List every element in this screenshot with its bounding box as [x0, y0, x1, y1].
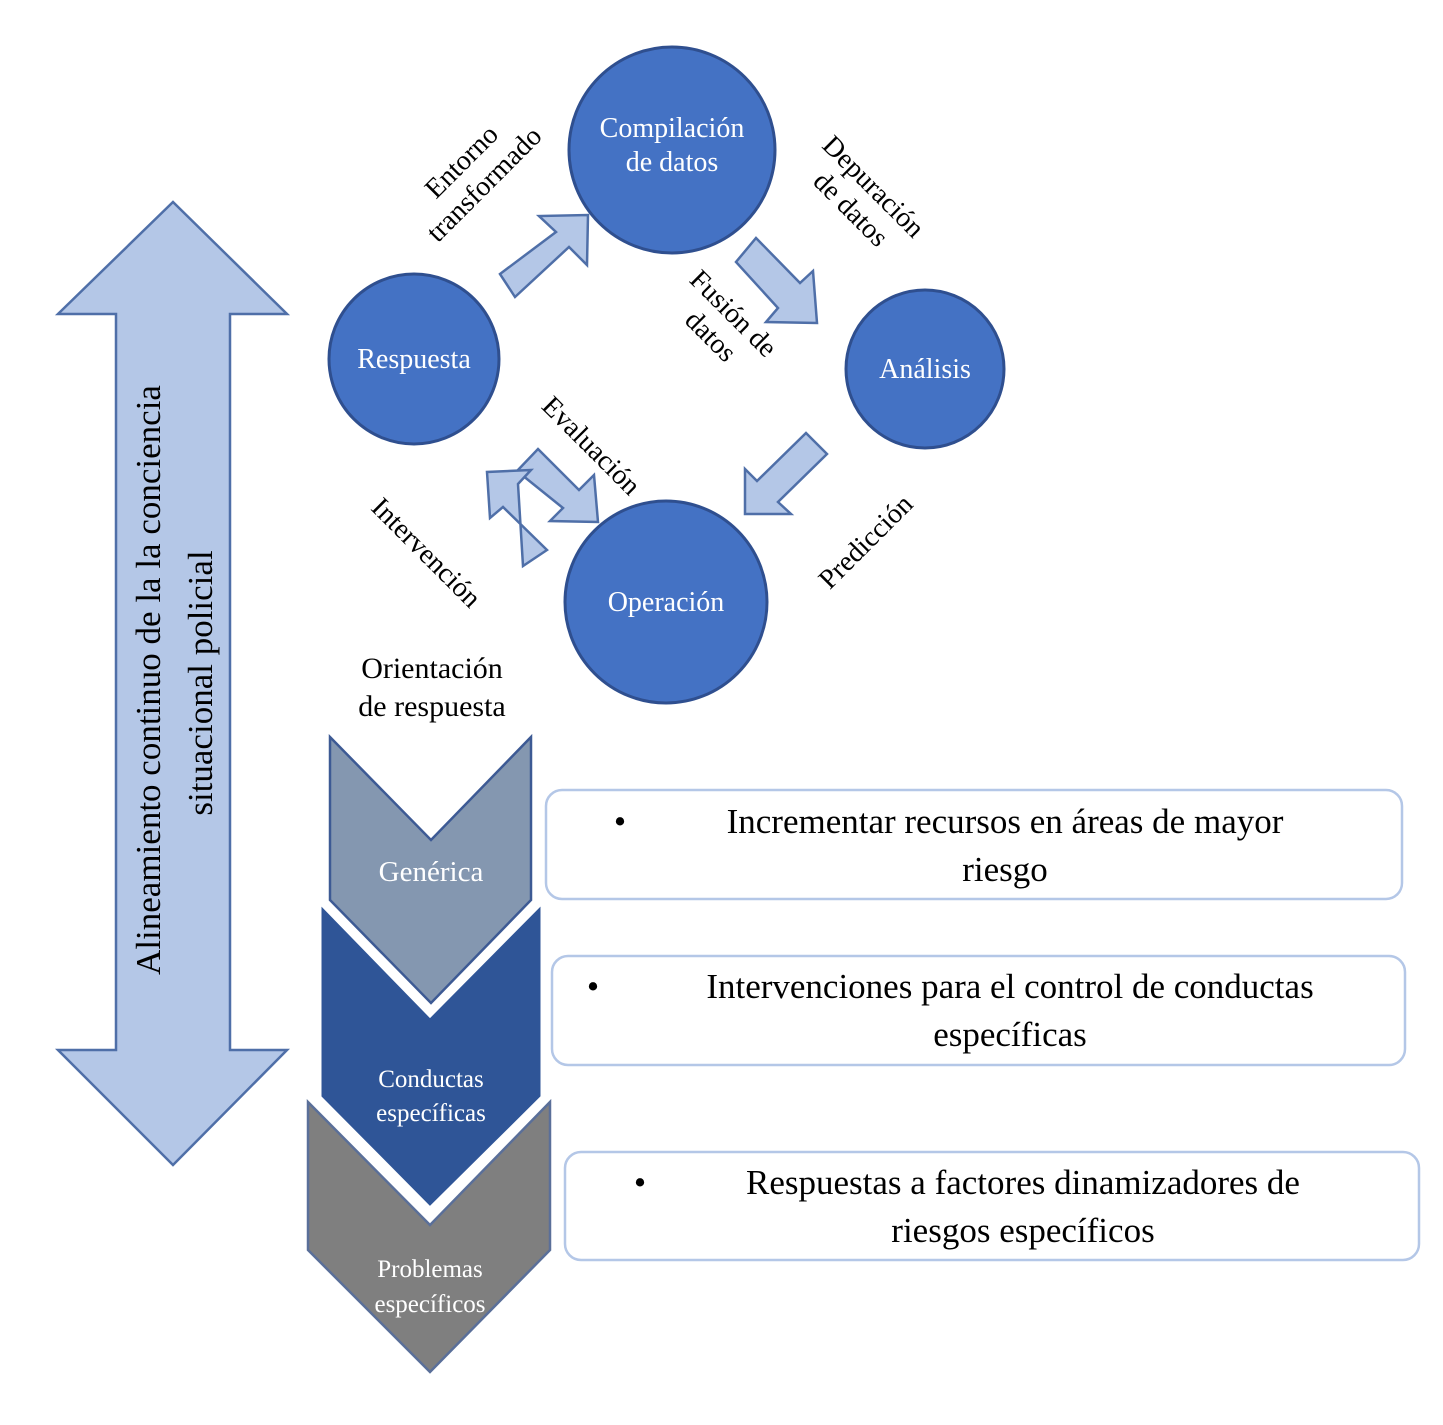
alignment-label-line1: Alineamiento continuo de la la concienci… — [129, 385, 168, 975]
cycle-arrows — [485, 213, 829, 569]
alignment-label-line2: situacional policial — [181, 550, 220, 816]
response-box-3-line2: riesgos específicos — [891, 1211, 1154, 1250]
label-depuracion-datos: Depuración de datos — [807, 130, 930, 253]
response-box-3-bullet: • — [634, 1163, 646, 1202]
chevron-generica-label: Genérica — [379, 856, 484, 888]
node-compilacion: Compilación de datos — [567, 45, 777, 255]
response-box-1: • Incrementar recursos en áreas de mayor… — [544, 788, 1404, 901]
chevron-problemas-line2: específicos — [374, 1291, 485, 1318]
response-box-3: • Respuestas a factores dinamizadores de… — [563, 1150, 1421, 1262]
node-operacion-label: Operación — [608, 587, 725, 618]
response-box-2-bullet: • — [587, 967, 599, 1006]
arrow-compilacion-to-analisis — [734, 236, 819, 325]
node-compilacion-line2: de datos — [626, 147, 719, 178]
chevron-conductas-line2: específicas — [376, 1100, 486, 1127]
orientation-title: Orientación de respuesta — [358, 652, 505, 723]
chevron-conductas-line1: Conductas — [378, 1066, 484, 1093]
chevron-conductas: Conductas específicas — [318, 899, 544, 1211]
node-respuesta: Respuesta — [327, 272, 501, 446]
svg-text:Predicción: Predicción — [813, 489, 920, 596]
node-compilacion-line1: Compilación — [600, 113, 745, 144]
response-box-2-line1: Intervenciones para el control de conduc… — [706, 967, 1313, 1006]
response-box-3-line1: Respuestas a factores dinamizadores de — [746, 1163, 1300, 1202]
node-analisis: Análisis — [844, 288, 1006, 450]
arrow-operacion-to-respuesta — [485, 468, 549, 569]
svg-text:de respuesta: de respuesta — [358, 690, 505, 723]
arrow-analisis-to-operacion — [743, 431, 829, 516]
chevron-generica: Genérica — [328, 733, 533, 1005]
label-prediccion: Predicción — [813, 489, 920, 596]
chevron-problemas-line1: Problemas — [377, 1256, 483, 1283]
response-box-1-line2: riesgo — [962, 850, 1048, 889]
node-respuesta-label: Respuesta — [357, 344, 471, 375]
svg-text:Orientación: Orientación — [361, 652, 503, 685]
svg-text:Intervención: Intervención — [365, 492, 487, 614]
response-box-2-line2: específicas — [933, 1015, 1087, 1054]
label-entorno-transformado: Entorno transformado — [419, 119, 548, 248]
chevron-problemas: Problemas específicos — [306, 1098, 552, 1374]
response-box-1-line1: Incrementar recursos en áreas de mayor — [727, 802, 1284, 841]
alignment-double-arrow: Alineamiento continuo de la la concienci… — [54, 200, 291, 1167]
arrow-respuesta-to-compilacion — [498, 213, 590, 299]
response-box-1-bullet: • — [614, 802, 626, 841]
response-box-2: • Intervenciones para el control de cond… — [550, 954, 1407, 1067]
node-operacion: Operación — [563, 499, 769, 705]
node-analisis-label: Análisis — [879, 354, 971, 385]
label-intervencion: Intervención — [365, 492, 487, 614]
